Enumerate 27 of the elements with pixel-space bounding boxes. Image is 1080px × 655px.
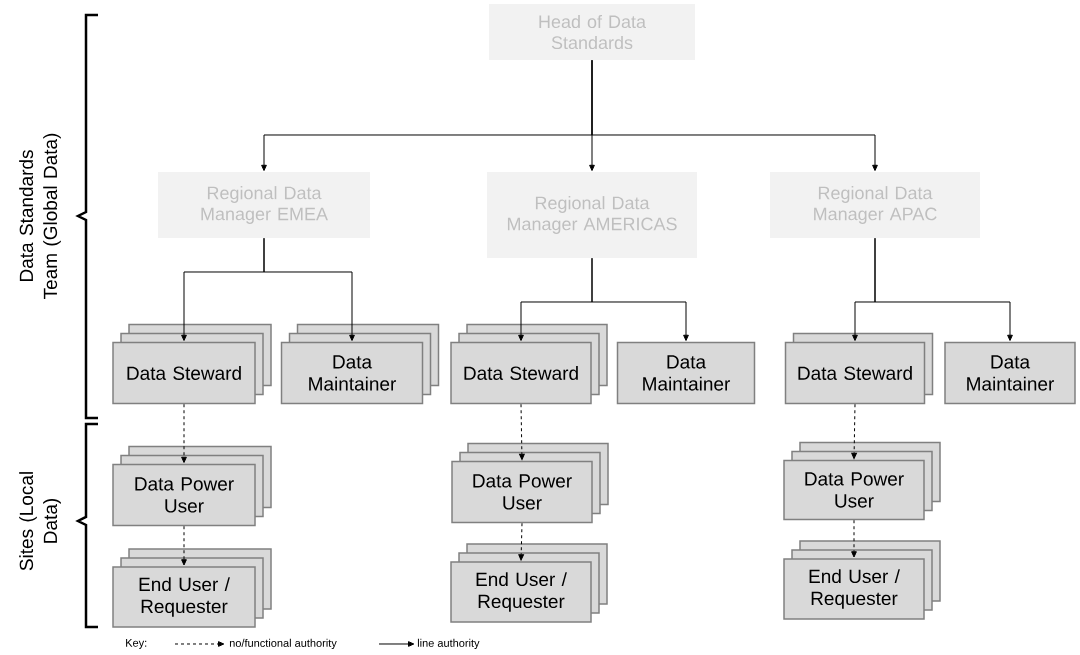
arrow	[181, 525, 187, 566]
legend-label: line authority	[417, 638, 480, 650]
stacked-role-box: Data Steward	[784, 332, 934, 405]
stacked-role-box: End User / Requester	[450, 543, 608, 623]
stacked-role-box: Data Power User	[783, 441, 941, 521]
side-label: Sites (Local Data)	[19, 472, 61, 571]
stacked-role-box: Data Steward	[112, 323, 272, 405]
arrow	[591, 59, 878, 172]
role-box: Data Maintainer	[616, 341, 756, 405]
stacked-role-box: Data Power User	[112, 445, 272, 527]
arrow	[181, 403, 187, 463]
arrow	[851, 403, 857, 459]
arrow	[263, 237, 355, 341]
role-box: Data Maintainer	[944, 341, 1076, 405]
stacked-role-box: Data Steward	[450, 323, 608, 405]
arrow	[519, 403, 525, 460]
stacked-role-box: Data Maintainer	[280, 323, 440, 405]
stacked-role-box: End User / Requester	[783, 540, 941, 620]
arrow	[591, 257, 689, 341]
legend-label: no/functional authority	[229, 638, 337, 650]
stacked-role-box: Data Power User	[451, 442, 609, 524]
stacked-role-box: End User / Requester	[112, 548, 272, 628]
arrow	[518, 522, 525, 561]
arrow	[874, 237, 1013, 341]
arrow	[851, 519, 857, 558]
key-label: Key:	[126, 639, 147, 649]
side-label: Data Standards Team (Global Data)	[19, 133, 61, 299]
